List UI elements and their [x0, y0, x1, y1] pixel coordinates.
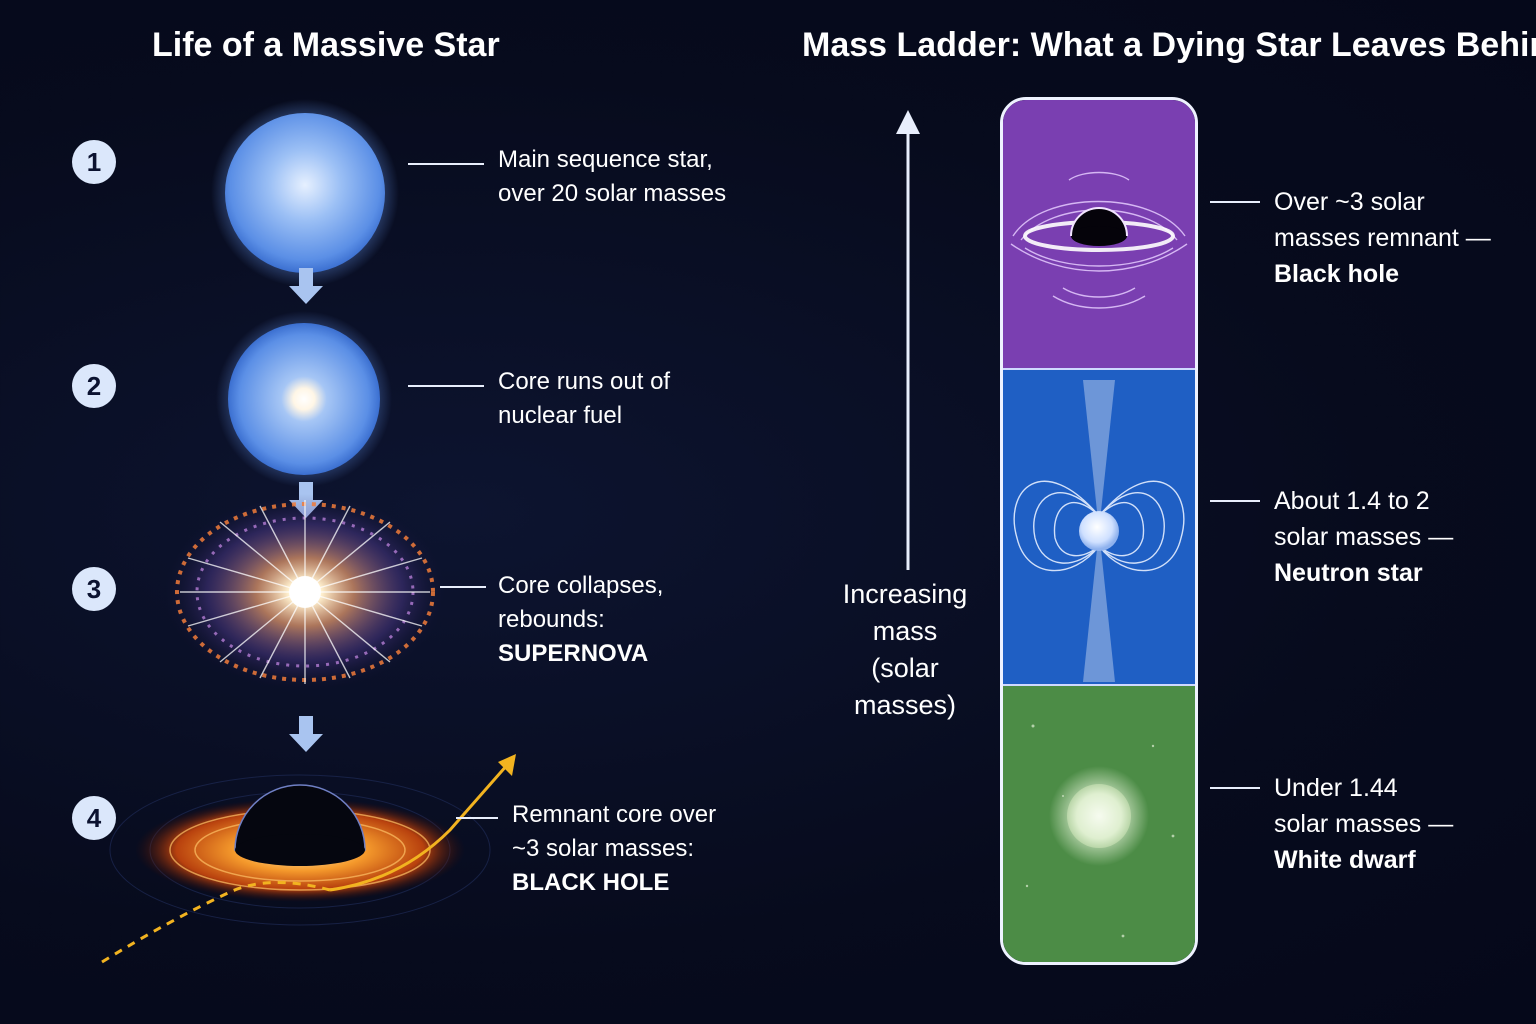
rung-3-leader: [1210, 787, 1260, 789]
down-arrow-icon: [289, 716, 323, 752]
right-panel-title: Mass Ladder: What a Dying Star Leaves Be…: [802, 26, 1536, 64]
stage-1-leader: [408, 163, 484, 165]
trajectory-arrow-icon: [498, 754, 516, 776]
rung-1-leader: [1210, 201, 1260, 203]
stage-2-label: Core runs out of nuclear fuel: [498, 368, 671, 429]
rung-2-leader: [1210, 500, 1260, 502]
main-sequence-star-illustration: [211, 99, 399, 287]
up-arrow-icon: [896, 110, 920, 570]
rung-2-label: About 1.4 to 2 solar masses — Neutron st…: [1274, 483, 1453, 591]
ladder-segment-white-dwarf: [1003, 686, 1195, 962]
stage-1-badge: 1: [72, 140, 116, 184]
stage-3-label: Core collapses, rebounds: SUPERNOVA: [498, 569, 663, 671]
rung-1-label: Over ~3 solar masses remnant — Black hol…: [1274, 184, 1491, 292]
rung-2-name: Neutron star: [1274, 559, 1423, 587]
black-hole-illustration: [101, 754, 516, 964]
white-dwarf-icon: [1025, 724, 1175, 938]
ladder-segment-black-hole: [1003, 100, 1195, 368]
black-hole-icon: [1010, 171, 1188, 309]
mass-ladder: [1000, 97, 1198, 965]
stage-4-leader: [456, 817, 498, 819]
stage-3-badge: 3: [72, 567, 116, 611]
stage-1-label: Main sequence star, over 20 solar masses: [498, 146, 727, 207]
core-depletion-star-illustration: [216, 311, 392, 487]
axis-label: Increasing mass (solar masses): [842, 579, 968, 720]
stage-2-leader: [408, 385, 484, 387]
ladder-segment-neutron-star: [1003, 368, 1195, 686]
neutron-star-icon: [1013, 380, 1185, 682]
supernova-illustration: [165, 494, 445, 690]
rung-3-label: Under 1.44 solar masses — White dwarf: [1274, 770, 1453, 878]
stage-3-leader: [440, 586, 486, 588]
down-arrow-icon: [289, 268, 323, 304]
left-panel-title: Life of a Massive Star: [152, 26, 500, 64]
stage-4-emphasis: BLACK HOLE: [512, 869, 670, 896]
stage-3-emphasis: SUPERNOVA: [498, 640, 649, 667]
rung-1-name: Black hole: [1274, 260, 1400, 288]
stage-4-label: Remnant core over ~3 solar masses: BLACK…: [512, 798, 716, 900]
stage-2-badge: 2: [72, 364, 116, 408]
stage-4-badge: 4: [72, 796, 116, 840]
rung-3-name: White dwarf: [1274, 846, 1416, 874]
